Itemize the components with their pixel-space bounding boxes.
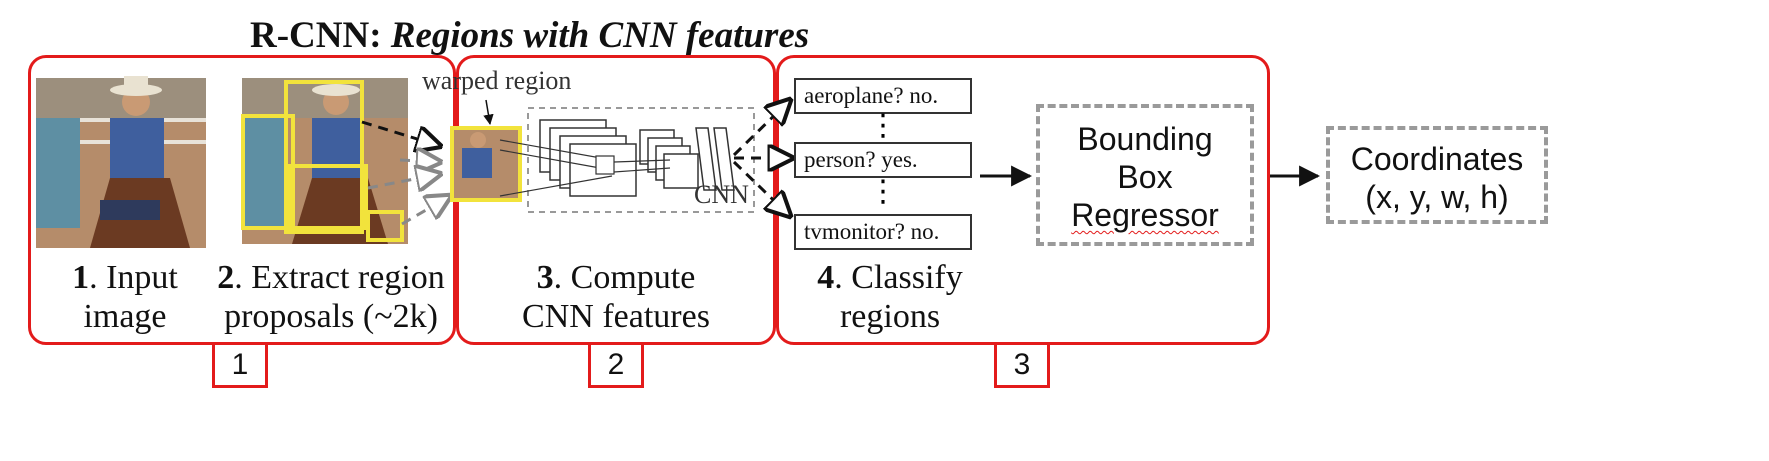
caption-compute-num: 3 — [536, 259, 554, 296]
cnn-layers — [539, 119, 735, 197]
coordinates-line2: (x, y, w, h) — [1365, 179, 1509, 215]
caption-classify-line1: . Classify — [834, 259, 963, 296]
bbox-regressor-box: Bounding Box Regressor — [1036, 104, 1254, 246]
vdots-lower: ⋮ — [868, 174, 898, 209]
warped-region-label: warped region — [422, 66, 572, 95]
coordinates-box: Coordinates (x, y, w, h) — [1326, 126, 1548, 224]
caption-extract-proposals: 2. Extract region proposals (~2k) — [208, 258, 454, 336]
cnn-label: CNN — [694, 180, 749, 209]
class-box-aeroplane: aeroplane? no. — [794, 78, 972, 114]
caption-classify-num: 4 — [817, 259, 835, 296]
diagram-title: R-CNN: Regions with CNN features — [250, 14, 809, 57]
stage-number-3: 3 — [994, 342, 1050, 388]
bbox-regressor-line2: Box — [1117, 159, 1173, 195]
caption-input-num: 1 — [72, 259, 90, 296]
bbox-regressor-line1: Bounding — [1077, 121, 1213, 157]
class-box-tvmonitor: tvmonitor? no. — [794, 214, 972, 250]
caption-compute-line2: CNN features — [522, 298, 710, 335]
vdots-upper: ⋮ — [868, 108, 898, 143]
caption-compute-line1: . Compute — [553, 259, 696, 296]
input-image — [36, 76, 206, 248]
stage-number-1: 1 — [212, 342, 268, 388]
caption-compute-features: 3. Compute CNN features — [466, 258, 766, 336]
caption-extract-line2: proposals (~2k) — [224, 298, 438, 335]
caption-input-line2: image — [83, 298, 167, 335]
title-bold: R-CNN: — [250, 15, 382, 56]
caption-extract-num: 2 — [217, 259, 235, 296]
proposals-image — [241, 78, 408, 244]
caption-input-line1: . Input — [89, 259, 178, 296]
caption-extract-line1: . Extract region — [234, 259, 445, 296]
warped-region-image — [450, 126, 522, 202]
title-italic: Regions with CNN features — [390, 15, 810, 56]
class-box-person: person? yes. — [794, 142, 972, 178]
stage-number-2: 2 — [588, 342, 644, 388]
caption-input-image: 1. Input image — [40, 258, 210, 336]
caption-classify-line2: regions — [839, 298, 941, 335]
coordinates-line1: Coordinates — [1350, 141, 1524, 177]
caption-classify-regions: 4. Classify regions — [790, 258, 990, 336]
bbox-regressor-line3: Regressor — [1071, 197, 1219, 233]
